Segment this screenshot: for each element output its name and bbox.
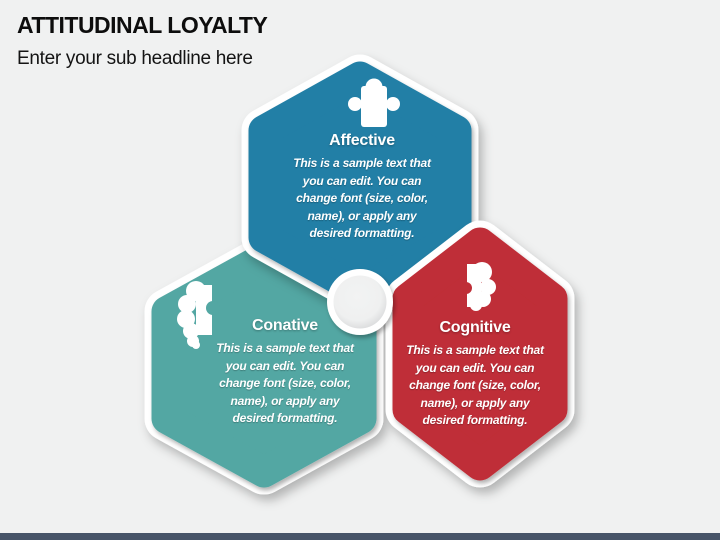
slide-header: ATTITUDINAL LOYALTY Enter your sub headl… xyxy=(17,12,268,70)
slide-title: ATTITUDINAL LOYALTY xyxy=(17,12,268,38)
center-hole xyxy=(327,269,393,335)
center-hole-fill xyxy=(333,275,387,329)
footer-bar xyxy=(0,533,720,540)
cognitive-hexagon-shape xyxy=(392,227,568,481)
cognitive-hexagon xyxy=(385,220,575,488)
slide-subtitle: Enter your sub headline here xyxy=(17,48,253,69)
brain-right-half-icon xyxy=(460,262,496,311)
puzzle-piece-icon xyxy=(348,78,400,127)
brain-left-half-icon xyxy=(177,281,220,349)
affective-hexagon xyxy=(241,54,479,314)
